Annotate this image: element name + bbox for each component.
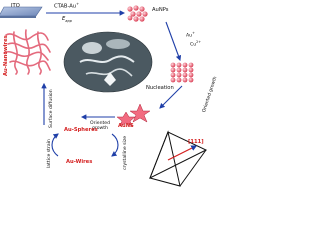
cu-ion-label: Cu2+ [190, 40, 202, 48]
lattice-strain-label: lattice strain [47, 139, 52, 168]
nanowires-label: Au-Nanowires [3, 35, 9, 76]
auns-star [116, 103, 151, 127]
mechanism-diagram: ITO CTAB-Au+ Eapp AuNPs Au+ Cu2+ Nucleat… [0, 2, 218, 187]
au-spheres-label: Au-Spheres [64, 127, 98, 133]
surface-diffusion-label: Surface diffusion [49, 89, 54, 128]
arrow-nucleation-to-auns [159, 85, 183, 109]
nucleation-stack [170, 62, 194, 83]
au-ion-label: Au+ [186, 31, 195, 39]
auns-label: AuNS [118, 123, 134, 129]
arrow-aunps-to-nucleation [165, 21, 182, 62]
crystal-tetrahedron [149, 130, 208, 187]
sem-image [63, 31, 153, 93]
aunps-cluster [127, 5, 148, 22]
crystalline-size-label: crystalline size [123, 135, 128, 170]
nucleation-label: Nucleation [146, 85, 174, 91]
ito-label: ITO [11, 3, 20, 9]
ito-substrate [0, 6, 43, 18]
direction-111-label: [111] [188, 139, 204, 145]
potential-label: Eapp [62, 16, 73, 24]
aunps-label: AuNPs [152, 7, 169, 13]
au-nanowires [3, 29, 51, 75]
au-wires-label: Au-Wires [66, 159, 93, 165]
oriented-growth-mid-label: Oriented growth [89, 121, 111, 131]
diagram-graphics [0, 5, 208, 187]
reagent-label: CTAB-Au+ [54, 2, 80, 10]
strain-size-cycle [51, 133, 119, 157]
